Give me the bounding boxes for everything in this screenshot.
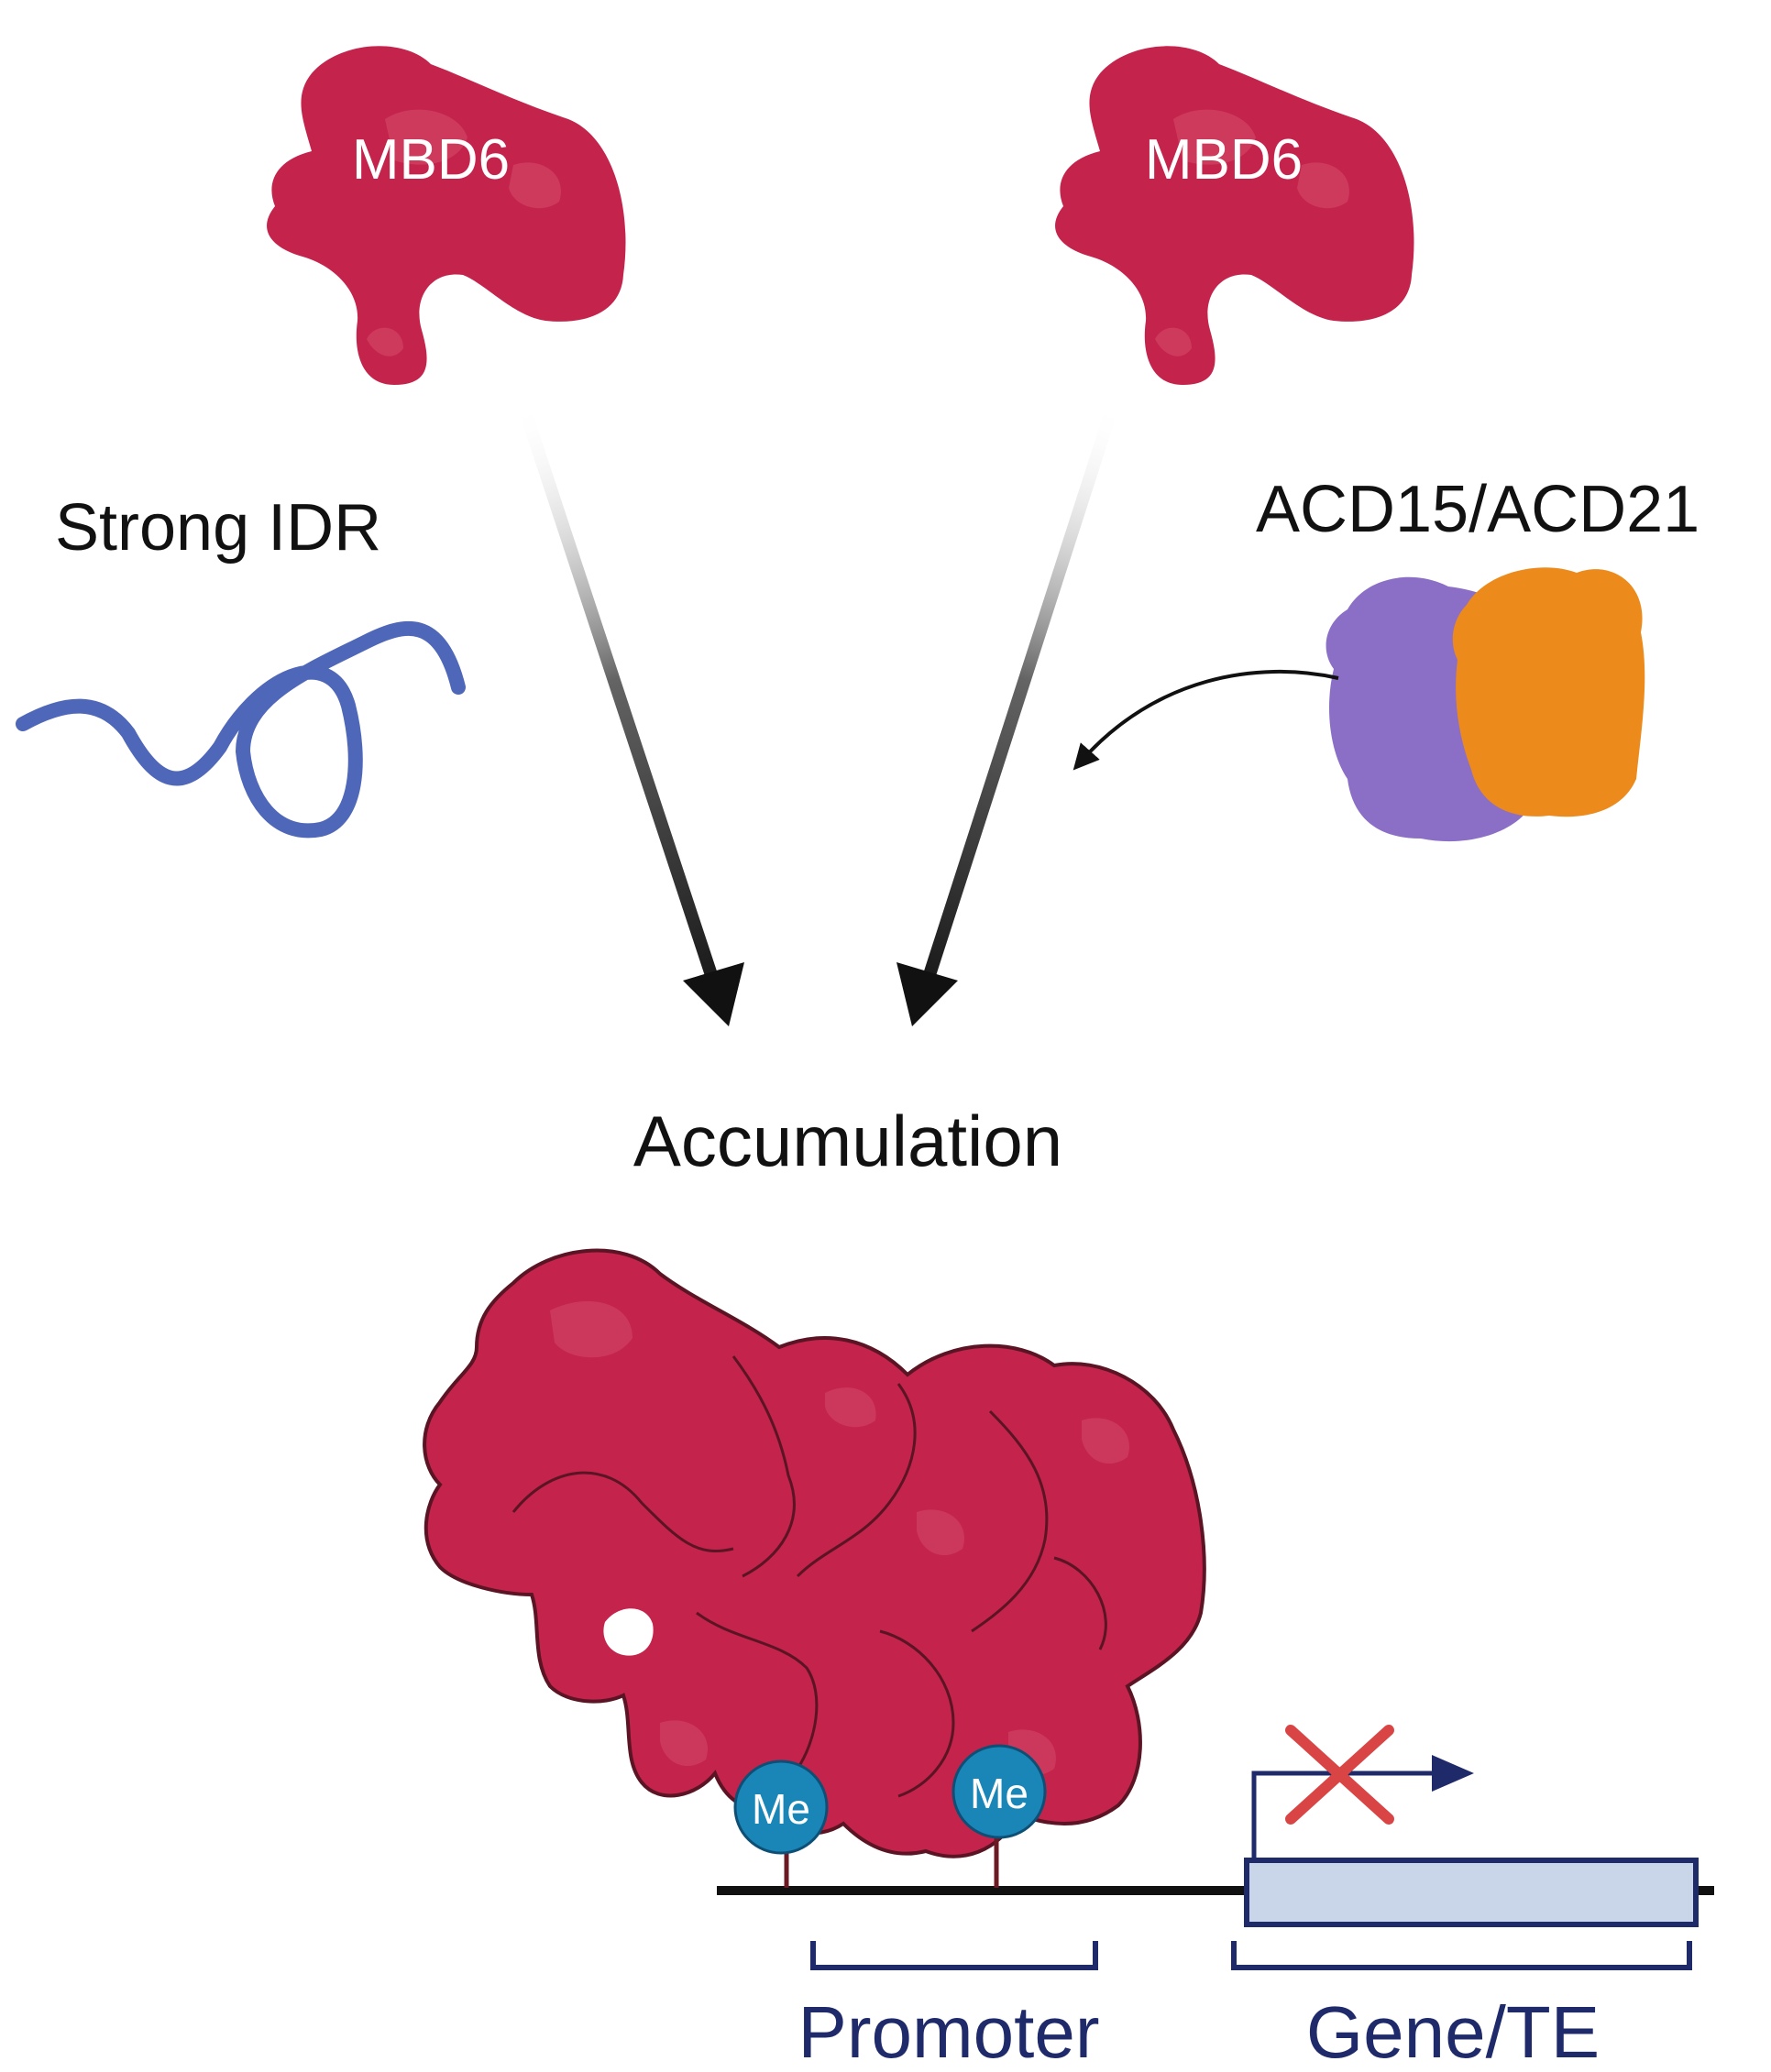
- gene-te-label: Gene/TE: [1306, 1991, 1600, 2072]
- mbd6-protein-left: MBD6: [267, 46, 626, 386]
- methyl-group-2: Me: [952, 1744, 1047, 1888]
- bent-arrow-head: [1432, 1755, 1474, 1792]
- mbd6-cluster-texture: [550, 1301, 1129, 1776]
- methyl-circle-1: [733, 1760, 829, 1855]
- accumulation-label: Accumulation: [633, 1101, 1062, 1181]
- transcription-start: [1251, 1725, 1474, 1858]
- methyl-label-1: Me: [752, 1785, 810, 1833]
- mbd6-cluster-shape: [423, 1248, 1206, 1858]
- acd-complex: [1072, 567, 1645, 842]
- arrow-left-head: [683, 962, 744, 1026]
- mbd6-label-right: MBD6: [1145, 128, 1303, 192]
- promoter-label: Promoter: [798, 1991, 1100, 2072]
- methyl-group-1: Me: [733, 1760, 829, 1888]
- arrow-right-to-accumulation: [896, 400, 1120, 1026]
- gene-te-bracket: [1231, 1941, 1692, 1970]
- idr-squiggle-icon: [16, 620, 466, 839]
- mbd6-label-left: MBD6: [352, 128, 510, 192]
- acd21-protein-shape: [1452, 567, 1645, 817]
- curved-arrow: [1072, 669, 1339, 771]
- acd-label: ACD15/ACD21: [1256, 473, 1700, 546]
- mbd6-protein-left-shape: [267, 46, 626, 386]
- mbd6-cluster-hole: [603, 1608, 654, 1656]
- red-x-icon: [1285, 1725, 1394, 1825]
- strong-idr-label: Strong IDR: [55, 491, 381, 565]
- mbd6-protein-right: MBD6: [1055, 46, 1414, 386]
- bent-arrow-icon: [1251, 1771, 1439, 1858]
- mbd6-protein-right-shape: [1055, 46, 1414, 386]
- promoter-bracket: [810, 1941, 1098, 1970]
- mbd6-aggregate-cluster: [423, 1248, 1206, 1858]
- mbd6-protein-right-texture: [1155, 109, 1349, 356]
- methyl-circle-2: [952, 1744, 1047, 1839]
- methyl-label-2: Me: [970, 1770, 1028, 1817]
- arrow-left-to-accumulation: [516, 400, 744, 1026]
- gene-box: [1244, 1858, 1699, 1927]
- mbd6-cluster-outline-detail: [512, 1355, 1107, 1798]
- arrow-right-head: [896, 962, 958, 1026]
- mbd6-protein-left-texture: [367, 109, 561, 356]
